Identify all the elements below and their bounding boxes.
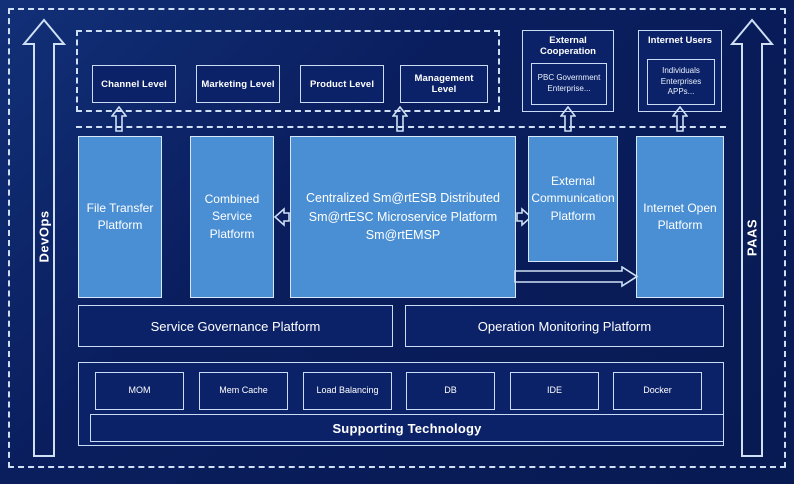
connector-arrow-channel [111,106,127,132]
tech-label: IDE [546,385,562,396]
flow-arrow-center-to-external-comm [516,206,532,228]
flow-arrow-center-to-internet-open [514,266,638,288]
connector-arrow-management [392,106,408,132]
actor-detail-box: PBC Government Enterprise... [531,63,607,105]
platform-internet-open[interactable]: Internet Open Platform [636,136,724,298]
devops-arrow: DevOps [22,18,66,458]
tech-item-ide[interactable]: IDE [510,372,599,410]
platform-combined-service[interactable]: Combined Service Platform [190,136,274,298]
actor-title: External Cooperation [540,35,596,57]
level-label: Product Level [309,78,375,90]
platform-esb-esc-emsp[interactable]: Centralized Sm@rtESB Distributed Sm@rtES… [290,136,516,298]
connector-arrow-external-cooperation [560,106,576,132]
actor-detail-text: PBC Government Enterprise... [537,73,601,93]
platform-label: Centralized Sm@rtESB Distributed Sm@rtES… [305,190,500,243]
platform-external-communication[interactable]: External Communication Platform [528,136,618,262]
platform-label: File Transfer Platform [86,200,154,232]
actor-detail-text: Individuals Enterprises APPs... [660,65,702,97]
tech-label: Mem Cache [219,385,268,396]
actor-internet-users[interactable]: Internet Users Individuals Enterprises A… [638,30,722,112]
supporting-technology-bar[interactable]: Supporting Technology [90,414,724,442]
devops-arrow-label: DevOps [36,210,52,263]
management-label: Operation Monitoring Platform [477,318,652,334]
tech-label: Docker [643,385,672,396]
tech-item-mem-cache[interactable]: Mem Cache [199,372,288,410]
actor-detail-box: Individuals Enterprises APPs... [647,59,715,105]
level-box-channel[interactable]: Channel Level [92,65,176,103]
level-box-marketing[interactable]: Marketing Level [196,65,280,103]
actor-title: Internet Users [648,35,712,46]
flow-arrow-center-to-combined [274,206,290,228]
tech-label: Load Balancing [316,385,379,396]
management-service-governance[interactable]: Service Governance Platform [78,305,393,347]
platform-label: Combined Service Platform [204,191,260,241]
level-label: Marketing Level [201,78,275,90]
level-label: Channel Level [101,78,167,90]
tech-item-db[interactable]: DB [406,372,495,410]
tech-item-docker[interactable]: Docker [613,372,702,410]
tech-item-load-balancing[interactable]: Load Balancing [303,372,392,410]
platform-file-transfer[interactable]: File Transfer Platform [78,136,162,298]
tech-label: MOM [128,385,151,396]
actor-external-cooperation[interactable]: External Cooperation PBC Government Ente… [522,30,614,112]
tech-item-mom[interactable]: MOM [95,372,184,410]
paas-arrow: PAAS [730,18,774,458]
connector-arrow-internet-users [672,106,688,132]
management-operation-monitoring[interactable]: Operation Monitoring Platform [405,305,724,347]
diagram-outer-boundary [8,8,786,468]
supporting-technology-label: Supporting Technology [332,420,482,436]
level-label: Management Level [414,73,474,95]
level-box-management[interactable]: Management Level [400,65,488,103]
business-levels-group [76,30,500,112]
paas-arrow-label: PAAS [744,218,760,257]
level-box-product[interactable]: Product Level [300,65,384,103]
platform-label: External Communication Platform [531,173,615,223]
tech-label: DB [444,385,457,396]
management-label: Service Governance Platform [150,318,321,334]
layer-separator-line [76,126,726,128]
platform-label: Internet Open Platform [643,200,717,232]
